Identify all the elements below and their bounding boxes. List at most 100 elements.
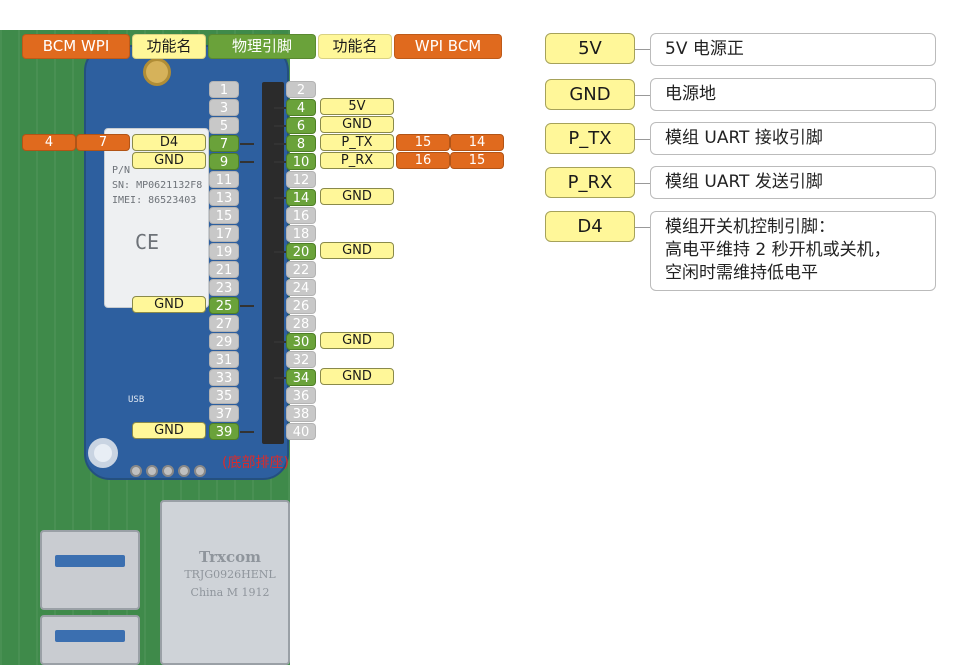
wpi-number-pin7: 7 <box>76 134 130 151</box>
bottom-header-note: (底部排座) <box>222 455 289 471</box>
function-label-pin7: D4 <box>132 134 206 151</box>
bcm-number-pin7: 4 <box>22 134 76 151</box>
antenna-connector-image <box>143 58 171 86</box>
legend-connector <box>635 227 650 228</box>
pin-1: 1 <box>209 81 239 98</box>
function-label-pin30: GND <box>320 332 394 349</box>
pin-8: 8 <box>286 135 316 152</box>
legend-key-5v: 5V <box>545 33 635 64</box>
header-wpi-bcm-right: WPI BCM <box>394 34 502 59</box>
pin-10: 10 <box>286 153 316 170</box>
leader-line <box>240 431 254 433</box>
pin-30: 30 <box>286 333 316 350</box>
function-label-pin14: GND <box>320 188 394 205</box>
header-physical-pin: 物理引脚 <box>208 34 316 59</box>
pin-14: 14 <box>286 189 316 206</box>
pin-26: 26 <box>286 297 316 314</box>
leader-line <box>274 341 286 343</box>
pin-4: 4 <box>286 99 316 116</box>
mounting-hole <box>88 438 118 468</box>
pin-28: 28 <box>286 315 316 332</box>
ethernet-brand-text: Trxcom <box>199 548 261 566</box>
legend-connector <box>635 139 650 140</box>
legend-key-ptx: P_TX <box>545 123 635 154</box>
pin-7: 7 <box>209 135 239 152</box>
pin-39: 39 <box>209 423 239 440</box>
bcm-number-pin10: 15 <box>450 152 504 169</box>
legend-desc-5v: 5V 电源正 <box>650 33 936 66</box>
pin-6: 6 <box>286 117 316 134</box>
pin-21: 21 <box>209 261 239 278</box>
wpi-number-pin10: 16 <box>396 152 450 169</box>
pin-37: 37 <box>209 405 239 422</box>
pin-3: 3 <box>209 99 239 116</box>
pin-35: 35 <box>209 387 239 404</box>
pin-16: 16 <box>286 207 316 224</box>
pin-36: 36 <box>286 387 316 404</box>
function-label-pin34: GND <box>320 368 394 385</box>
pin-13: 13 <box>209 189 239 206</box>
function-label-pin8: P_TX <box>320 134 394 151</box>
usb-slot-image <box>55 555 125 567</box>
pin-9: 9 <box>209 153 239 170</box>
bcm-number-pin8: 14 <box>450 134 504 151</box>
pin-18: 18 <box>286 225 316 242</box>
legend-key-prx: P_RX <box>545 167 635 198</box>
leader-line <box>274 197 286 199</box>
legend-connector <box>635 95 650 96</box>
function-label-pin9: GND <box>132 152 206 169</box>
leader-line <box>274 161 286 163</box>
leader-line <box>274 143 286 145</box>
bottom-pin-row-image <box>130 455 220 485</box>
ethernet-port-image <box>160 500 290 665</box>
pin-38: 38 <box>286 405 316 422</box>
legend-key-d4: D4 <box>545 211 635 242</box>
pin-20: 20 <box>286 243 316 260</box>
module-ce-mark: CE <box>135 230 160 254</box>
pin-17: 17 <box>209 225 239 242</box>
legend-connector <box>635 49 650 50</box>
pin-32: 32 <box>286 351 316 368</box>
leader-line <box>274 377 286 379</box>
pin-12: 12 <box>286 171 316 188</box>
ethernet-origin-text: China M 1912 <box>190 586 270 599</box>
leader-line <box>240 143 254 145</box>
pin-15: 15 <box>209 207 239 224</box>
module-sn-text: SN: MP0621132F8 <box>112 180 203 191</box>
pin-31: 31 <box>209 351 239 368</box>
pin-40: 40 <box>286 423 316 440</box>
legend-desc-gnd: 电源地 <box>650 78 936 111</box>
function-label-pin25: GND <box>132 296 206 313</box>
pin-19: 19 <box>209 243 239 260</box>
leader-line <box>274 251 286 253</box>
header-function-right: 功能名 <box>318 34 392 59</box>
function-label-pin10: P_RX <box>320 152 394 169</box>
legend-desc-d4: 模组开关机控制引脚： 高电平维持 2 秒开机或关机， 空闲时需维持低电平 <box>650 211 936 291</box>
pin-29: 29 <box>209 333 239 350</box>
leader-line <box>274 107 286 109</box>
leader-line <box>240 161 254 163</box>
pin-33: 33 <box>209 369 239 386</box>
legend-desc-prx: 模组 UART 发送引脚 <box>650 166 936 199</box>
function-label-pin39: GND <box>132 422 206 439</box>
pin-5: 5 <box>209 117 239 134</box>
legend-key-gnd: GND <box>545 79 635 110</box>
pin-23: 23 <box>209 279 239 296</box>
usb-port-image <box>40 530 140 610</box>
module-imei-text: IMEI: 86523403 <box>112 195 197 206</box>
pin-2: 2 <box>286 81 316 98</box>
function-label-pin6: GND <box>320 116 394 133</box>
legend-desc-ptx: 模组 UART 接收引脚 <box>650 122 936 155</box>
header-bcm-wpi-left: BCM WPI <box>22 34 130 59</box>
pin-34: 34 <box>286 369 316 386</box>
function-label-pin4: 5V <box>320 98 394 115</box>
legend-connector <box>635 183 650 184</box>
leader-line <box>240 305 254 307</box>
usb-silk-text: USB <box>128 395 145 405</box>
pin-24: 24 <box>286 279 316 296</box>
usb-slot-image <box>55 630 125 642</box>
pin-25: 25 <box>209 297 239 314</box>
function-label-pin20: GND <box>320 242 394 259</box>
leader-line <box>274 125 286 127</box>
